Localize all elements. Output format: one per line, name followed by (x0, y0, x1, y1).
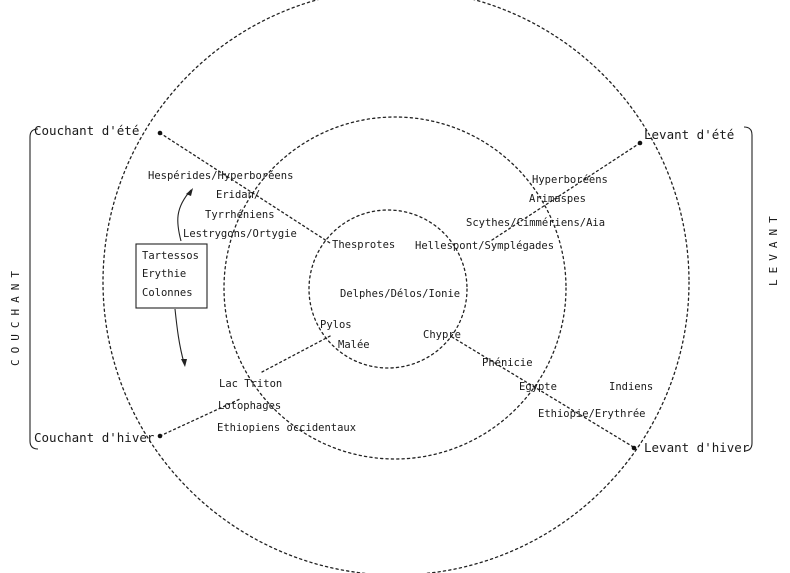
couchant-bracket (29, 128, 39, 450)
arrow-up-head-icon (186, 188, 193, 196)
label-lac-triton: Lac Triton (219, 378, 282, 390)
label-malee: Malée (338, 339, 370, 351)
label-couchant-ete: Couchant d'été (34, 123, 139, 138)
label-chypre: Chypre (423, 329, 461, 341)
levant-bracket (743, 126, 753, 452)
side-title-couchant: COUCHANT (9, 265, 22, 366)
label-hellespont: Hellespont/Symplégades (415, 240, 554, 252)
label-couchant-hiver: Couchant d'hiver (34, 430, 155, 445)
levant-ete-point (637, 140, 643, 146)
label-eridan: Eridan/ (216, 189, 260, 201)
levant-hiver-point (631, 445, 637, 451)
label-phenicie: Phénicie (482, 357, 533, 369)
tartessos-box (135, 243, 208, 309)
label-scythes: Scythes/Cimmériens/Aia (466, 217, 605, 229)
ray-couchant-hiver-inner (261, 334, 333, 373)
label-thesprotes: Thesprotes (332, 239, 395, 251)
box-line-erythie: Erythie (142, 268, 186, 280)
couchant-ete-point (157, 130, 163, 136)
arrow-down-line (174, 308, 185, 364)
couchant-hiver-point (157, 433, 163, 439)
box-line-colonnes: Colonnes (142, 287, 193, 299)
middle-ring (223, 116, 567, 460)
label-tyrrheniens: Tyrrhéniens (205, 209, 275, 221)
outer-ring (102, 0, 690, 573)
box-line-tartessos: Tartessos (142, 250, 199, 262)
label-lotophages: Lotophages (218, 400, 281, 412)
ray-levant-hiver (451, 336, 636, 449)
label-pylos: Pylos (320, 319, 352, 331)
label-arimaspes: Arimaspes (529, 193, 586, 205)
label-levant-ete: Levant d'été (644, 127, 734, 142)
ray-levant-ete (491, 142, 641, 241)
label-lestrygons: Lestrygons/Ortygie (183, 228, 297, 240)
inner-ring (308, 209, 468, 369)
side-title-levant: LEVANT (767, 210, 780, 286)
ray-couchant-hiver-outer (159, 398, 241, 437)
label-indiens: Indiens (609, 381, 653, 393)
arrow-down-head-icon (181, 359, 187, 367)
label-delphes: Delphes/Délos/Ionie (340, 288, 460, 300)
label-egypte: Egypte (519, 381, 557, 393)
label-levant-hiver: Levant d'hiver (644, 440, 750, 455)
label-hesperides: Hespérides/Hyperboréens (148, 170, 293, 182)
label-ethiopie: Ethiopie/Erythrée (538, 408, 645, 420)
label-hyperboreens: Hyperboréens (532, 174, 608, 186)
ray-couchant-ete (159, 132, 331, 244)
label-ethiopiens-occidentaux: Ethiopiens occidentaux (217, 422, 356, 434)
